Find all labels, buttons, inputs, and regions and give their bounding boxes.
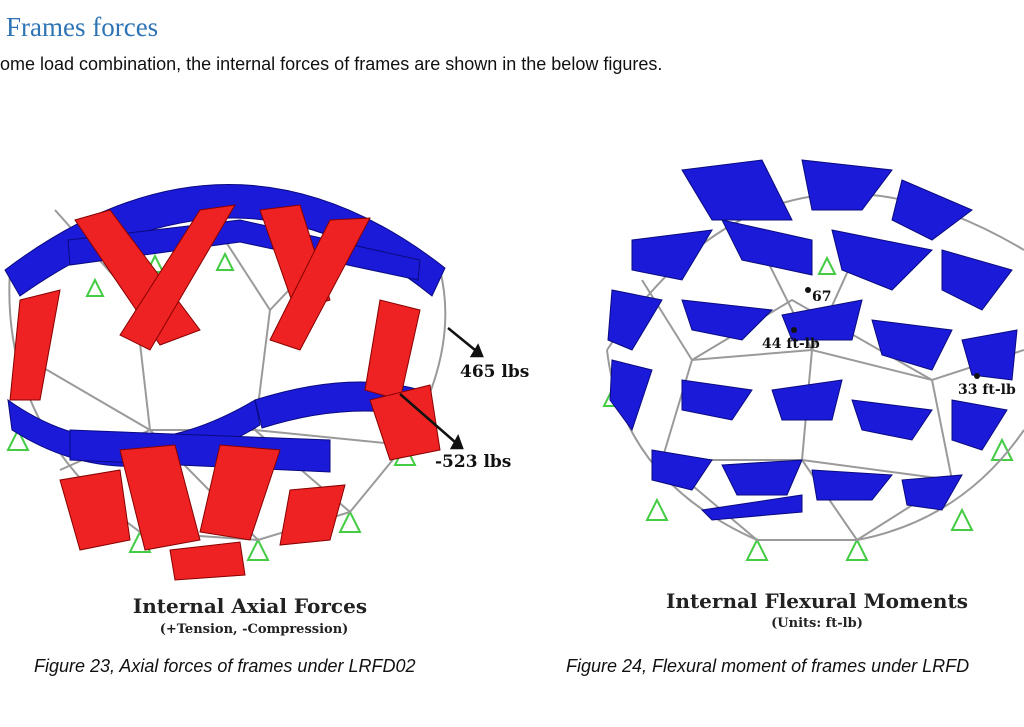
axial-forces-figure: 465 lbs -523 lbs Internal Axial Forces (…	[0, 100, 529, 637]
compression-value-label: -523 lbs	[435, 452, 512, 472]
flexural-moments-figure: 67 44 ft-lb 33 ft-lb Internal Flexural M…	[512, 100, 1024, 631]
flexural-plot-title: Internal Flexural Moments	[666, 589, 968, 613]
flexural-plot-subtitle: (Units: ft-lb)	[771, 616, 863, 631]
figure-24-caption: Figure 24, Flexural moment of frames und…	[566, 656, 970, 676]
figure-23-caption: Figure 23, Axial forces of frames under …	[34, 656, 416, 676]
moment-value-right: 33 ft-lb	[958, 382, 1016, 398]
section-intro: ome load combination, the internal force…	[0, 54, 663, 74]
tension-members	[9, 204, 441, 581]
flexural-moments-dome	[602, 159, 1024, 561]
moment-value-middle: 44 ft-lb	[762, 336, 820, 352]
section-heading: Frames forces	[6, 12, 159, 42]
callout-arrows	[399, 327, 484, 450]
axial-forces-dome	[4, 184, 484, 581]
tension-value-label: 465 lbs	[460, 362, 530, 382]
moment-value-top: 67	[812, 289, 832, 305]
axial-plot-title: Internal Axial Forces	[132, 594, 368, 618]
moment-markers	[791, 287, 980, 379]
moment-diagrams	[607, 159, 1018, 521]
axial-plot-subtitle: (+Tension, -Compression)	[159, 622, 349, 637]
